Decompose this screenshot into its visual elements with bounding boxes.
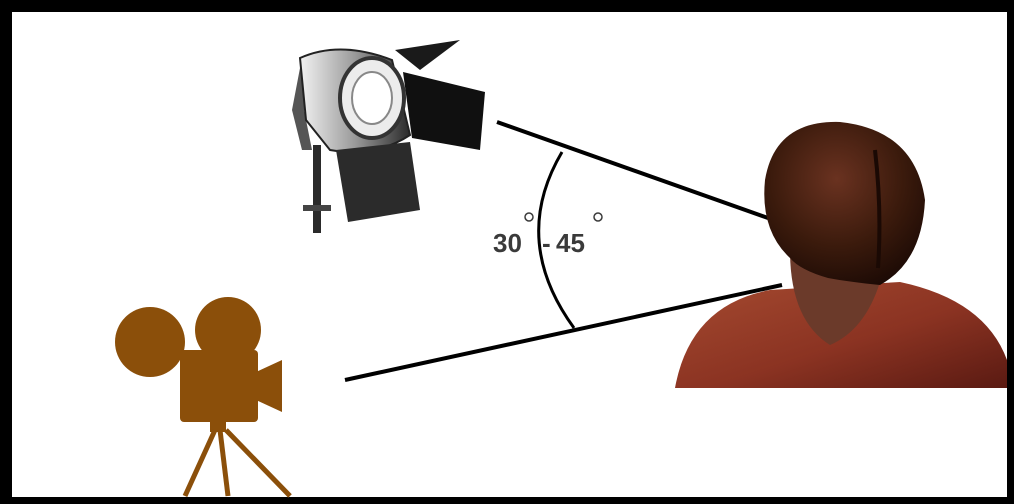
camera-reel-left [115, 307, 185, 377]
studio-light-icon [292, 40, 485, 233]
barn-door-bottom [336, 142, 420, 222]
tripod-leg-left [182, 428, 218, 498]
angle-label: 30 - 45 [493, 212, 603, 258]
light-stand [313, 145, 321, 233]
angle-arc [537, 151, 576, 329]
camera-body [180, 350, 258, 422]
light-to-subject-line [496, 120, 769, 220]
angle-end-value: 45 [556, 228, 585, 258]
film-camera-icon [115, 297, 292, 498]
camera-to-subject-line [344, 283, 783, 382]
degree-symbol-end [593, 212, 603, 222]
angle-separator: - [542, 228, 551, 258]
barn-door-top [395, 40, 460, 70]
tripod-leg-right [224, 428, 292, 498]
camera-reel-right [195, 297, 261, 363]
degree-symbol-start [524, 212, 534, 222]
person-head-shoulders-icon [675, 121, 1007, 388]
subject-hair [764, 121, 925, 285]
angle-start-value: 30 [493, 228, 522, 258]
tripod-leg-middle [217, 429, 231, 497]
camera-lens [256, 360, 282, 412]
barn-door-right [403, 72, 485, 150]
